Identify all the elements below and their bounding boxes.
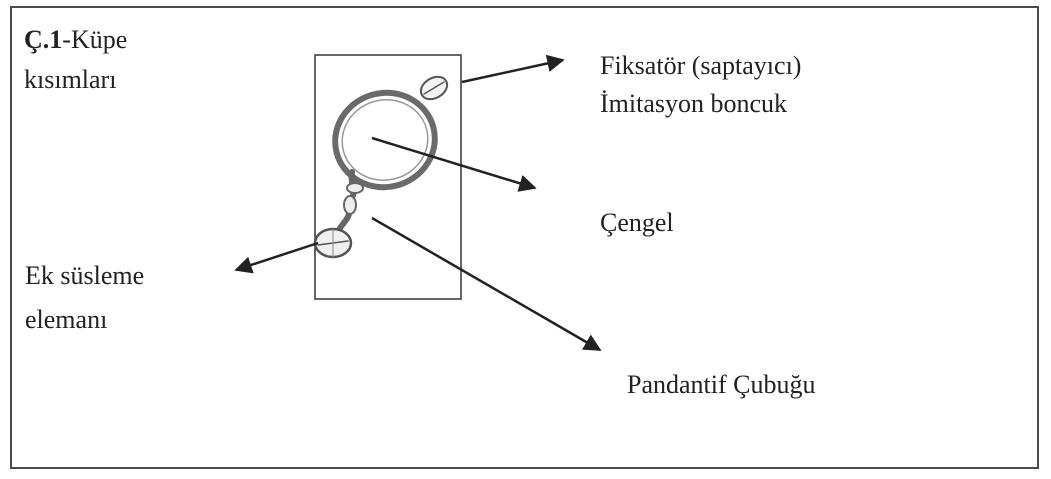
label-extra-ornament-line2: elemanı (25, 304, 107, 336)
arrow-fixator (462, 60, 563, 82)
label-imitation-bead: İmitasyon boncuk (600, 88, 787, 120)
label-extra-ornament-line1: Ek süsleme (25, 260, 144, 292)
label-pendant-rod: Pandantif Çubuğu (627, 369, 816, 401)
label-hook: Çengel (600, 207, 674, 239)
label-fixator: Fiksatör (saptayıcı) (600, 50, 801, 82)
ornament-bead (315, 229, 351, 257)
arrow-ornament (236, 243, 318, 270)
